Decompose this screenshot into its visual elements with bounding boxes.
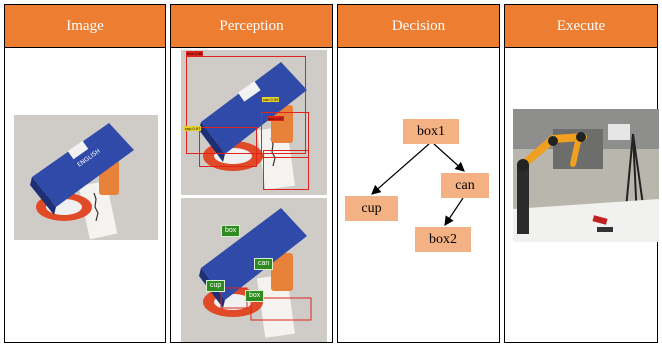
robot-arm-photo-illustration	[513, 109, 659, 242]
relation-tag-box-top: box	[221, 225, 241, 237]
edge-box1-cup	[371, 143, 430, 195]
perception-column: Perception box 0.98 can 0.99 cup 0.97 bo…	[170, 4, 333, 343]
detection-label-1: box 0.98	[186, 51, 204, 56]
perception-photo-relations: box can cup box	[181, 198, 327, 342]
detection-box-3	[199, 127, 257, 167]
detection-box-4	[263, 150, 309, 190]
node-box1: box1	[403, 119, 459, 144]
node-cup: cup	[345, 196, 398, 221]
execute-header: Execute	[505, 5, 657, 48]
relation-tag-can: can	[254, 258, 274, 270]
node-box2: box2	[415, 227, 471, 252]
detections-photo-illustration	[181, 50, 327, 195]
detection-label-2: can 0.99	[262, 97, 280, 102]
decision-tree-edges	[371, 143, 465, 226]
detection-label-4: box 0.97	[267, 116, 285, 121]
relation-tag-cup: cup	[206, 280, 226, 292]
relation-tag-box-bottom: box	[245, 290, 265, 302]
edge-can-box2	[444, 197, 464, 226]
edge-box1-can	[433, 143, 465, 172]
execute-column: Execute	[504, 4, 659, 343]
relations-photo-illustration	[181, 198, 327, 342]
perception-photo-detections: box 0.98 can 0.99 cup 0.97 box 0.97	[181, 50, 327, 195]
execute-photo	[513, 109, 659, 242]
detection-box-2	[261, 112, 309, 158]
image-header: Image	[5, 5, 165, 48]
detection-box-1	[186, 56, 306, 154]
decision-column: Decision box1 can cup box2	[337, 4, 500, 343]
objects-photo-illustration: ENGLISH	[14, 115, 158, 240]
pipeline-table: Image ENGLISH Perception	[4, 4, 659, 343]
image-column: Image ENGLISH	[4, 4, 166, 343]
input-photo: ENGLISH	[14, 115, 158, 240]
detection-label-3: cup 0.97	[184, 126, 202, 131]
decision-header: Decision	[338, 5, 499, 48]
perception-header: Perception	[171, 5, 332, 48]
node-can: can	[441, 173, 489, 198]
